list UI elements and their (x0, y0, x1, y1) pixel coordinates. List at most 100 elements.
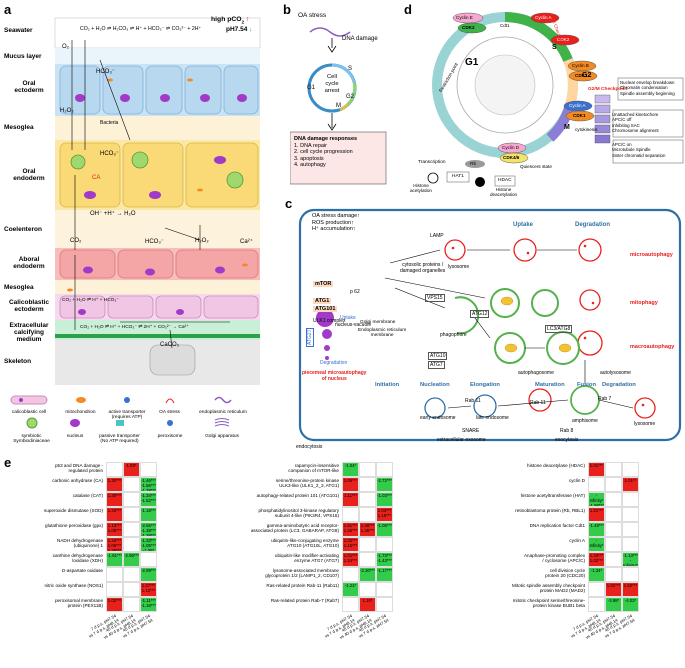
c-degradation: Degradation (575, 222, 611, 228)
layer-mesoglea-2: Mesoglea (4, 284, 34, 291)
heatmap-cell: -2.96*** (123, 552, 140, 567)
c-mtor: mTOR (313, 281, 334, 287)
chem-ca-coel: Ca²⁺ (240, 239, 253, 245)
heatmap-cell: 1.02*** 1.15*** (342, 537, 359, 552)
c-ulk1: ULK1 complex (313, 318, 346, 324)
b-phase-m: M (336, 103, 341, 109)
heatmap-cell: -1.17*** (376, 567, 393, 582)
layer-skeleton: Skeleton (4, 358, 32, 365)
b-cycle: cycle (325, 81, 339, 87)
peroxisome-icon (167, 420, 173, 426)
mitochondrion-icon (75, 397, 86, 403)
d-transcription: Transcription (418, 160, 446, 165)
heatmap-cell: -1.73*** -1.43*** (376, 552, 393, 567)
c-vps15: VPS15 (425, 294, 445, 302)
heatmap-row-label: cyclin A (569, 538, 585, 543)
heatmap-cell: 1.30*** (106, 477, 123, 492)
heatmap-cell: -Infinity* -1.98*** (588, 492, 605, 507)
d-phase-g1: G1 (465, 57, 479, 68)
c-atg10: ATG10 (428, 352, 448, 360)
heatmap-cell: -1.04* (342, 462, 359, 477)
d-cdk1b: CDK1 (573, 113, 586, 118)
c-stage-degradation: Degradation (602, 382, 636, 388)
c-autolysosome: autolysosome (600, 370, 631, 376)
c-er: Endoplasmic reticulum membrane (358, 328, 407, 338)
heatmap-cell: 1.02*** (106, 597, 123, 612)
d-hat1: HAT1 (452, 174, 464, 179)
chem-hco3-ecto: HCO₃⁻ (96, 69, 115, 75)
layer-mucus: Mucus layer (4, 53, 42, 60)
heatmap-cell: 1.03*** 1.15*** (376, 507, 393, 522)
heatmap-row-label: Anaphase-promoting complex / cyclosome (… (523, 553, 585, 563)
chem-caco3: CaCO₃ (160, 342, 180, 348)
panel-c-diagram (298, 208, 682, 442)
d-cdt1: Cdt1 (500, 23, 510, 28)
layer-coelenteron: Coelenteron (4, 226, 42, 233)
c-stage-nucleation: Nucleation (420, 382, 450, 388)
heatmap-cell (605, 537, 622, 552)
heatmap-cell (140, 552, 157, 567)
heatmap-cell: 1.51*** 1.25*** (342, 522, 359, 537)
oa-stress-icon (165, 398, 174, 404)
d-histone-deacet: Histone deacetylation (490, 187, 518, 197)
heatmap-row-label: D-aspartate oxidase (61, 568, 103, 573)
b-response-2: 2. cell cycle progression (294, 149, 353, 155)
d-cyclin-d: Cyclin D (502, 145, 520, 150)
heatmap-cell: 1.27*** 1.12*** (140, 582, 157, 597)
d-g2m-box-3: Spindle assembly beginning (620, 90, 675, 96)
heatmap-cell (359, 462, 376, 477)
d-histone-acet: Histone acetylation (410, 183, 432, 193)
heatmap-cell: -4.03* (622, 597, 639, 612)
b-responses-title: DNA damage responses (294, 136, 358, 142)
golgi-icon (214, 418, 230, 427)
heatmap-cell (588, 477, 605, 492)
c-rab7: Rab 7 (598, 396, 612, 402)
heatmap-cell: 1.13*** 1.05*** (106, 522, 123, 537)
heatmap-cell (605, 552, 622, 567)
c-autophagosome: autophagosome (518, 370, 554, 376)
er-icon (214, 396, 232, 404)
legend-symbiont: symbiotic Symbiodiniaceae (4, 416, 59, 444)
heatmap-cell: -3.98* (605, 597, 622, 612)
c-snare: SNARE (462, 428, 480, 434)
c-late-endosome: late endosome (476, 415, 509, 421)
d-cytokinesis: cytokinesis (575, 127, 598, 132)
d-m-box-1: Unattached kinetochore APC/C off Inhibit… (612, 112, 659, 134)
heatmap-row-label: cell division cycle protein 20 (CDC20) (545, 568, 585, 578)
heatmap-cell: 1.01** (622, 477, 639, 492)
heatmap-cell: 1.34*** (106, 507, 123, 522)
heatmap-cell (106, 582, 123, 597)
heatmap-cell: 1.10* (359, 597, 376, 612)
c-golgi: Golgi membrane (360, 320, 396, 325)
b-response-4: 4. autophagy (294, 162, 326, 168)
c-atg101: ATG101 (313, 306, 338, 312)
chem-co2-coel: CO₂ (70, 238, 82, 244)
heatmap-cell (376, 462, 393, 477)
panel-d-diagram (427, 12, 684, 187)
heatmap-row-label: carbonic anhydrase (CA) (52, 478, 103, 483)
c-lysosome: lysosome (448, 264, 470, 270)
heatmap-cell: -2.30*** (359, 567, 376, 582)
heatmap-cell: -1.48*** (588, 522, 605, 537)
legend-golgi: Golgi apparatus (192, 416, 252, 439)
d-hdac: HDAC (498, 178, 512, 183)
heatmap-cell: 1.09* (123, 462, 140, 477)
c-lc3: LC3/ATG8 (545, 325, 573, 333)
heatmap-cell (605, 567, 622, 582)
d-g2m-box: Nuclear envelop breakdown Chromatin cond… (620, 80, 684, 96)
c-rab11-b: Rab 11 (530, 400, 546, 406)
legend-passive-transporter: passive transporter (No ATP required) (92, 416, 147, 444)
c-lamp: LAMP (430, 233, 444, 239)
panel-a-letter: a (4, 2, 12, 17)
heatmap-row-label: NADH dehydrogenase (ubiquinone) 1 (57, 538, 103, 548)
c-lysosome2: lysosome (634, 421, 656, 427)
heatmap-cell (123, 477, 140, 492)
chem-mid-equation: CO₂ + H₂O ⇌ H⁺ + HCO₃⁻ (62, 298, 119, 303)
heatmap-cell (588, 597, 605, 612)
heatmap-cell (376, 537, 393, 552)
heatmap-cell (140, 462, 157, 477)
heatmap-cell (359, 492, 376, 507)
layer-seawater: Seawater (4, 27, 33, 34)
heatmap-row-label: Mitotic spindle assembly checkpoint prot… (511, 583, 585, 593)
b-phase-g1: G1 (307, 85, 316, 91)
